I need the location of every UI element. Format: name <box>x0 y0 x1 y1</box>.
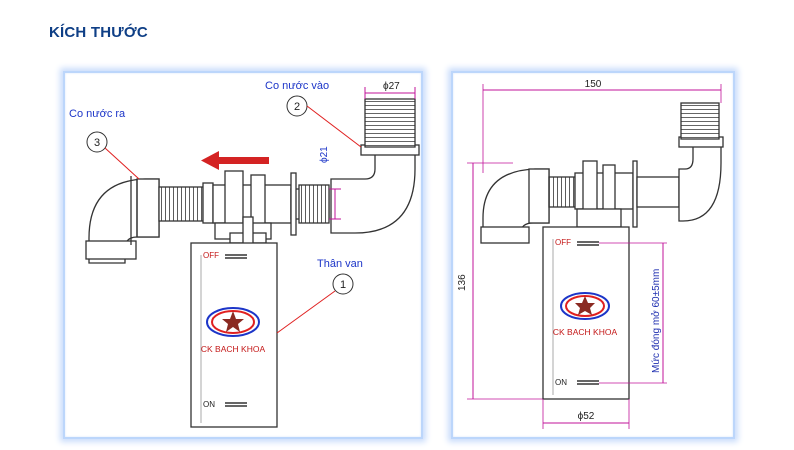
outlet-thread <box>158 182 214 224</box>
valve-head <box>212 170 292 248</box>
inlet-elbow <box>678 102 724 222</box>
inlet-elbow <box>330 98 420 234</box>
brand-logo <box>560 292 610 320</box>
width-label: 150 <box>585 79 602 90</box>
valve-head <box>574 160 638 228</box>
assembly-drawing: OFF ON CK BACH KHOA ϕ27 ϕ21 3 Co nước ra… <box>69 80 420 428</box>
callout-1: 1 Thân van <box>276 258 363 334</box>
height-label: 136 <box>457 274 468 291</box>
svg-text:1: 1 <box>340 279 346 291</box>
inlet-pipe <box>290 172 330 236</box>
svg-text:3: 3 <box>94 137 100 149</box>
brand-logo <box>206 307 260 337</box>
outlet-elbow <box>85 176 160 264</box>
flow-direction-arrow <box>201 151 269 170</box>
pipe-diameter-label: ϕ21 <box>319 146 330 163</box>
brand-text: CK BACH KHOA <box>553 327 618 337</box>
on-label: ON <box>203 400 215 409</box>
callout-2: 2 Co nước vào <box>265 80 362 148</box>
off-label: OFF <box>555 238 571 247</box>
level-dimension: Mức đóng mở 60±5mm <box>599 242 667 384</box>
on-label: ON <box>555 378 567 387</box>
outlet-elbow <box>480 168 550 244</box>
assembly-view-panel: OFF ON CK BACH KHOA ϕ27 ϕ21 3 Co nước ra… <box>63 71 423 439</box>
inlet-diameter-label: ϕ27 <box>383 81 400 92</box>
section-title: KÍCH THƯỚC <box>49 24 148 41</box>
off-label: OFF <box>203 251 219 260</box>
dimension-drawing: 150 136 OFF ON <box>457 79 724 429</box>
body-diameter-label: ϕ52 <box>578 411 595 422</box>
callout-3: 3 Co nước ra <box>69 108 140 180</box>
height-dimension: 136 <box>457 162 543 400</box>
brand-text: CK BACH KHOA <box>201 344 266 354</box>
inlet-pipe <box>636 176 680 208</box>
inlet-diameter-dimension: ϕ27 <box>364 81 416 99</box>
body-label: Thân van <box>317 258 363 270</box>
svg-text:2: 2 <box>294 101 300 113</box>
inlet-label: Co nước vào <box>265 80 329 92</box>
valve-body: OFF ON CK BACH KHOA <box>190 242 278 428</box>
outlet-label: Co nước ra <box>69 108 126 120</box>
width-dimension: 150 <box>482 79 722 173</box>
outlet-thread <box>548 176 576 208</box>
dimension-view-panel: 150 136 OFF ON <box>451 71 735 439</box>
body-diameter-dimension: ϕ52 <box>542 399 630 429</box>
level-label: Mức đóng mở 60±5mm <box>650 269 662 373</box>
pipe-diameter-dimension: ϕ21 <box>319 146 341 220</box>
valve-body: OFF ON CK BACH KHOA <box>542 226 630 400</box>
